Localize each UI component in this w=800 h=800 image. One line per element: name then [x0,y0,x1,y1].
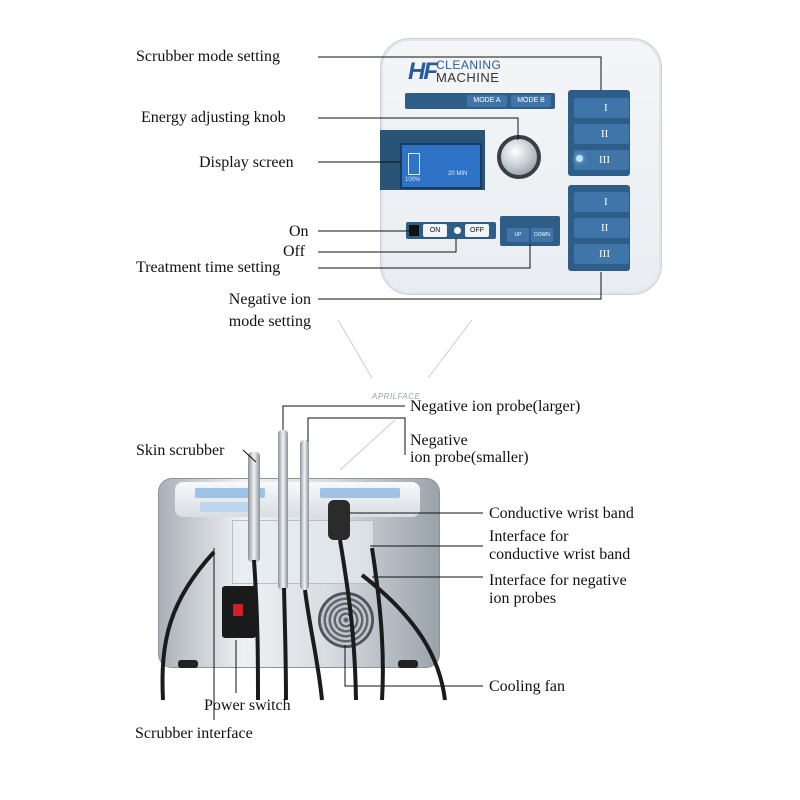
label-negative-ion-mode-2: mode setting [228,313,311,330]
frequency-button-3[interactable]: III [574,244,629,264]
leader-line-off [318,238,457,253]
time-up-button[interactable]: UP [507,228,529,242]
leader-line-probe-smaller [307,417,406,455]
off-button[interactable]: OFF [465,224,489,237]
label-energy-knob: Energy adjusting knob [141,109,286,126]
brand-line2: MACHINE [436,70,500,85]
energy-knob[interactable] [497,135,541,179]
leader-line-scrubber-mode [318,56,602,90]
decor-line [339,419,396,471]
label-probe-smaller-2: ion probe(smaller) [410,449,529,466]
label-probe-larger: Negative ion probe(larger) [410,398,581,415]
scrubber-mode-button-3[interactable]: III [574,150,629,170]
frequency-level-2: II [601,222,609,234]
mode-b-button[interactable]: MODE B [511,95,551,107]
label-ion-interface-1: Interface for negative [489,572,627,589]
label-skin-scrubber: Skin scrubber [136,442,225,459]
top-panel-strip [195,488,265,498]
cable-wrist-interface [370,547,385,701]
frequency-level-3: III [599,248,610,260]
power-switch[interactable] [233,604,243,616]
label-ion-interface-2: ion probes [489,590,557,607]
cooling-fan [318,592,374,648]
leader-line-time [318,244,531,269]
scrubber-level-3: III [599,154,610,166]
leader-line-probe-larger [282,405,405,430]
cable-ion-interface [360,573,447,701]
label-on: On [289,223,309,240]
brand-line1: CLEANING [436,58,502,72]
mode-a-button[interactable]: MODE A [467,95,507,107]
scrubber-level-2: II [601,128,609,140]
label-wrist-interface-2: conductive wrist band [489,546,631,563]
negative-ion-probe-larger [278,430,288,590]
display-percent: 100% [405,177,421,183]
leader-line-cooling-fan [344,645,483,687]
frequency-button-1[interactable]: I [574,192,629,212]
negative-ion-probe-smaller [300,440,309,590]
label-wrist-band: Conductive wrist band [489,505,634,522]
cable-scrubber-handpiece [252,559,260,701]
decor-line [427,319,473,379]
machine-foot [178,660,198,668]
level-bar-icon [408,153,420,175]
off-indicator [454,227,461,234]
on-button[interactable]: ON [423,224,447,237]
frequency-button-2[interactable]: II [574,218,629,238]
label-probe-smaller-1: Negative [410,432,468,449]
label-scrubber-interface: Scrubber interface [135,725,253,742]
decor-line [337,319,373,379]
leader-line-negative-ion-mode [318,272,602,300]
label-negative-ion-mode-1: Negative ion [228,291,311,308]
time-down-button[interactable]: DOWN [531,228,553,242]
indicator-light [576,155,583,162]
label-scrubber-mode: Scrubber mode setting [136,48,280,65]
brand-hf-mark: HF [408,58,438,85]
label-off: Off [283,243,305,260]
cable-wrist-band [338,539,358,701]
cable-probe-larger [282,587,288,701]
display-time: 20 MIN [448,171,468,177]
scrubber-level-1: I [604,102,608,114]
label-power-switch: Power switch [204,697,291,714]
skin-scrubber-handpiece [248,452,260,562]
leader-line-skin-scrubber [242,449,257,463]
cable-scrubber [160,550,216,701]
machine-foot [398,660,418,668]
scrubber-mode-button-1[interactable]: I [574,98,629,118]
label-cooling-fan: Cooling fan [489,678,565,695]
cable-probe-smaller [303,589,324,701]
watermark: APRILFACE [372,392,421,401]
conductive-wrist-band [328,500,350,540]
top-panel-strip [320,488,400,498]
frequency-level-1: I [604,196,608,208]
on-indicator [409,225,419,236]
label-treatment-time: Treatment time setting [136,259,281,276]
leader-line-energy-knob [318,117,519,140]
brand-logo: HF CLEANING MACHINE [408,58,501,86]
scrubber-mode-button-2[interactable]: II [574,124,629,144]
top-panel-strip [200,502,260,512]
label-display-screen: Display screen [199,154,294,171]
label-wrist-interface-1: Interface for [489,528,569,545]
display-screen: 100% 20 MIN [400,143,482,189]
